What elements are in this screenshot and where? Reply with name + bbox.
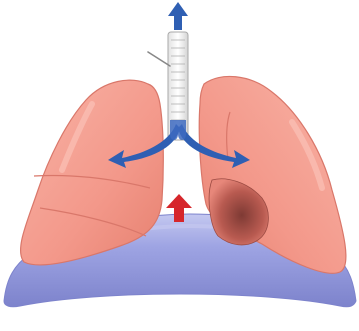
air-out-arrow: [168, 2, 188, 30]
tube-side-needle: [148, 52, 170, 66]
